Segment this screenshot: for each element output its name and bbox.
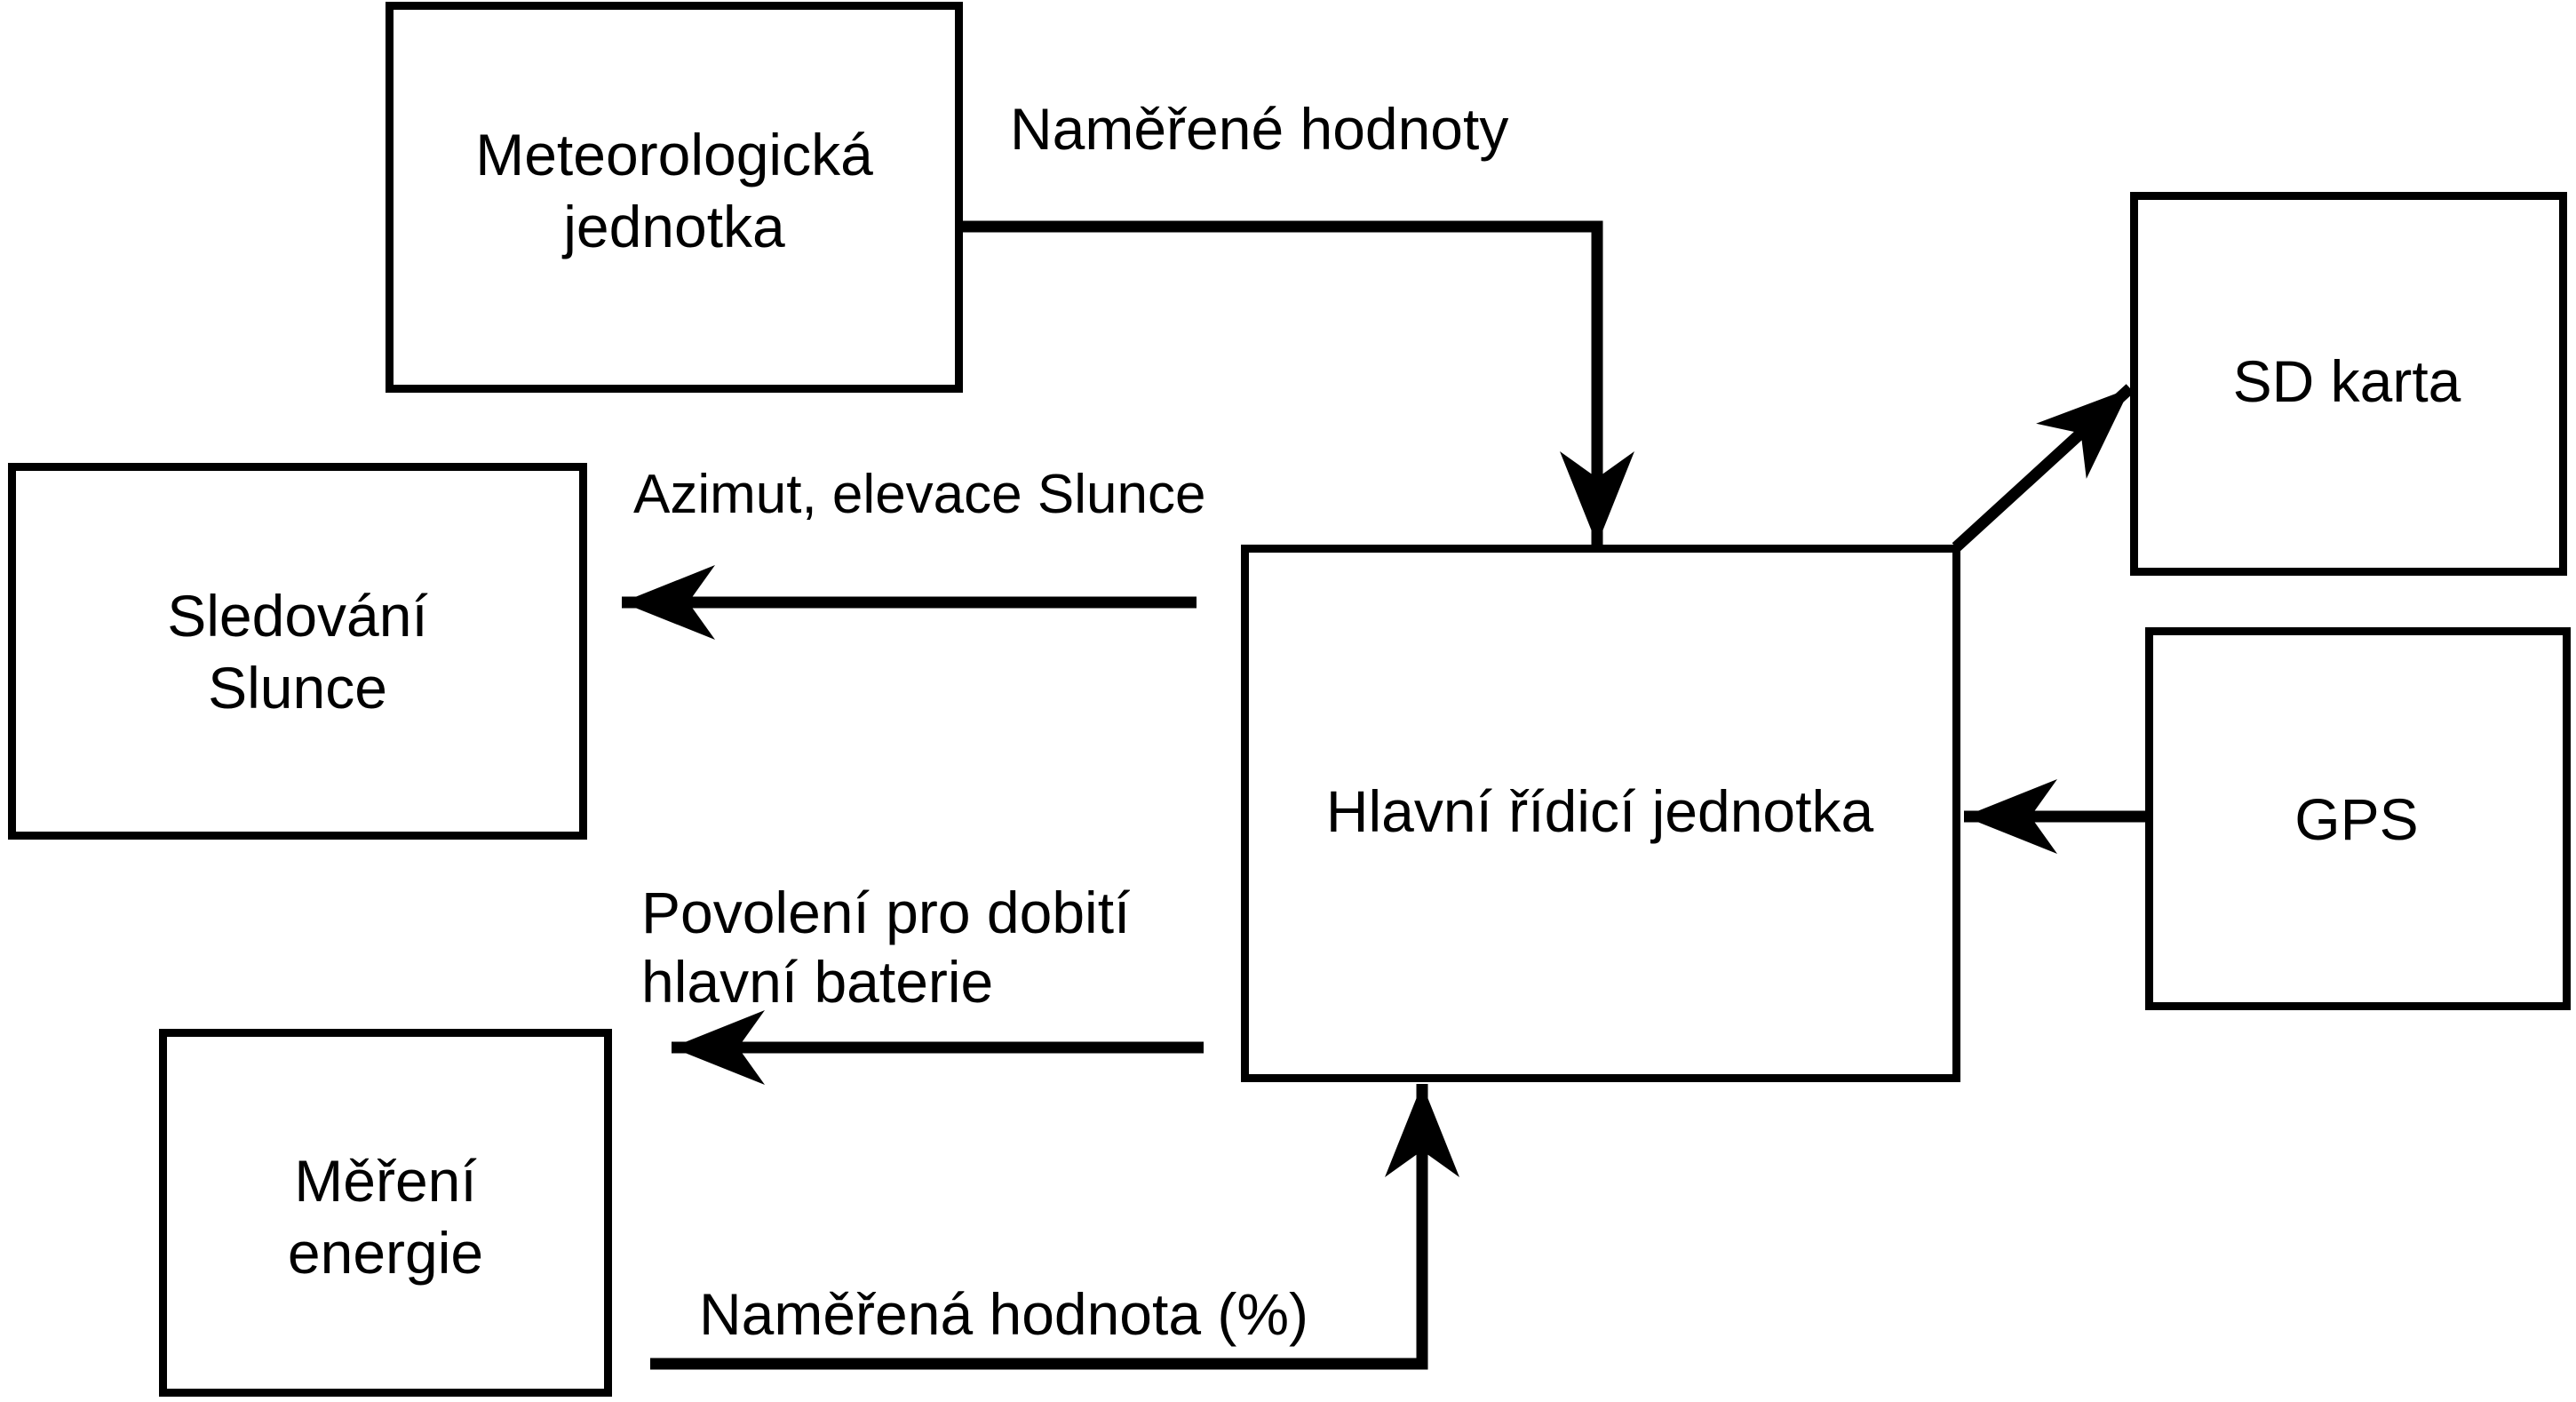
arrow-meteo-to-hlavni [963, 220, 1634, 545]
node-hlavni-ridici-jednotka-box [1241, 545, 1960, 1082]
node-sledovani-slunce-box [8, 463, 587, 840]
node-mereni-energie-box [159, 1029, 612, 1397]
node-meteorologicka-jednotka-label-line1: Meteorologická [475, 122, 873, 187]
node-gps-box [2145, 627, 2571, 1010]
arrow-mereni-to-hlavni [650, 1084, 1459, 1370]
edge-label-povoleni-line2: hlavní baterie [641, 949, 993, 1015]
node-meteorologicka-jednotka-box [386, 2, 963, 393]
edge-label-azimut-elevace-slunce: Azimut, elevace Slunce [633, 464, 1205, 525]
node-meteorologicka-jednotka-label-line2: jednotka [561, 194, 785, 259]
node-sd-karta-label: SD karta [2233, 348, 2461, 414]
node-hlavni-ridici-jednotka-label: Hlavní řídicí jednotka [1326, 778, 1874, 844]
node-sd-karta-box [2130, 192, 2567, 576]
node-sledovani-slunce-label-line2: Slunce [208, 655, 387, 721]
node-mereni-energie-label-line2: energie [288, 1220, 483, 1286]
edge-label-povoleni-line1: Povolení pro dobití [641, 880, 1131, 945]
node-mereni-energie-label-line1: Měření [294, 1148, 477, 1214]
edge-label-namerena-hodnota: Naměřená hodnota (%) [699, 1281, 1308, 1347]
edge-label-namerene-hodnoty: Naměřené hodnoty [1010, 96, 1508, 162]
node-sledovani-slunce-label-line1: Sledování [167, 583, 428, 649]
node-gps-label: GPS [2294, 786, 2418, 852]
arrow-hlavni-to-sd [1952, 384, 2135, 552]
